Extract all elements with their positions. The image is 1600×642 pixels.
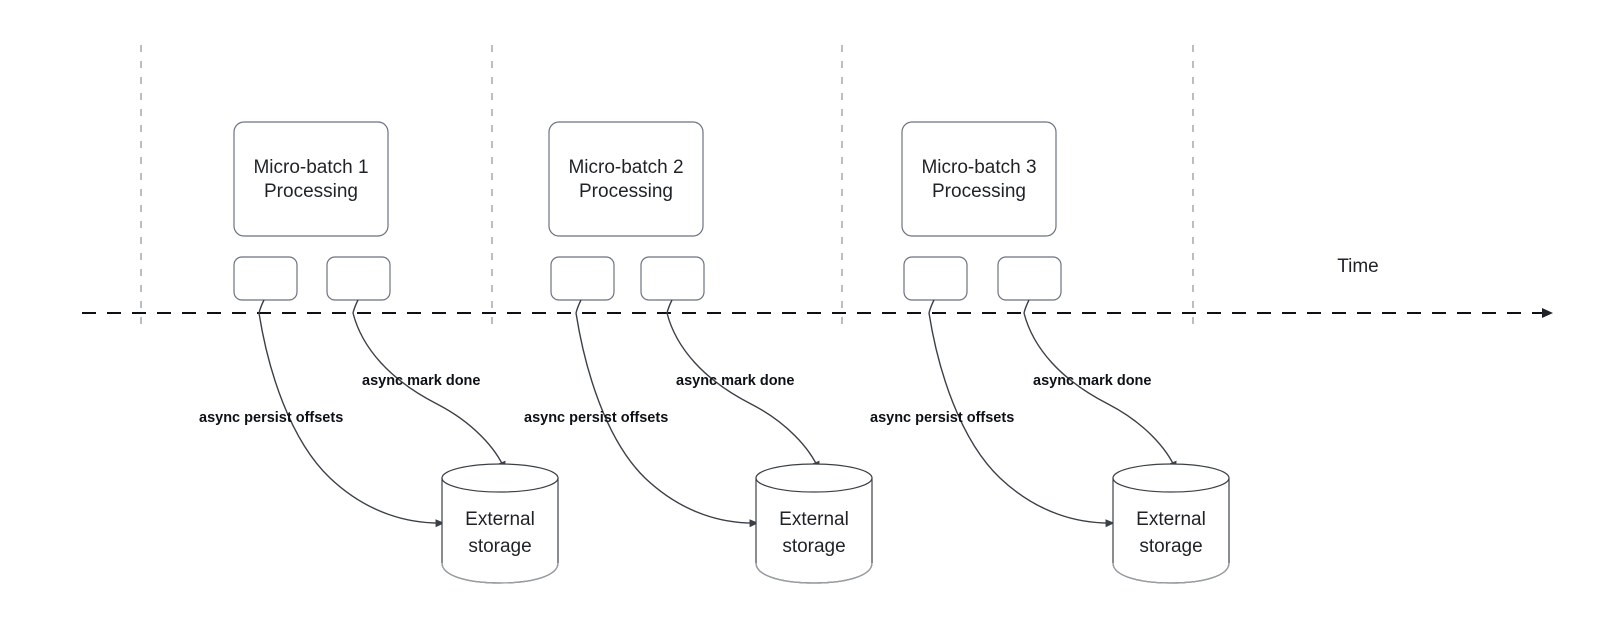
g3-storage-label-line1: External [1136,509,1206,530]
g1-event-box-a[interactable] [233,256,298,301]
g3-storage-cylinder-bottom [1112,562,1230,584]
g3-storage-cylinder-body [1112,477,1230,584]
g1-storage-cylinder-top [441,463,559,493]
g2-stem-b [666,299,673,314]
g2-mark-done-label: async mark done [676,373,794,389]
g1-mark-done-edge [352,312,506,471]
group-1: Micro-batch 1 Processing async persist o… [199,121,559,584]
g2-event-box-a[interactable] [550,256,615,301]
g2-external-storage[interactable]: External storage [755,463,873,584]
g2-event-box-b[interactable] [640,256,705,301]
g3-mark-done-edge [1023,312,1177,471]
micro-batch-2-label-line1: Micro-batch 2 [568,157,683,178]
micro-batch-2-label-line2: Processing [579,181,673,202]
g2-storage-label-line2: storage [782,536,845,557]
g2-storage-cylinder-bottom [755,562,873,584]
g1-persist-offsets-label: async persist offsets [199,410,343,426]
g2-persist-offsets-label: async persist offsets [524,410,668,426]
g2-persist-offsets-edge [575,312,759,528]
micro-batch-3-label-line2: Processing [932,181,1026,202]
g1-event-box-b[interactable] [326,256,391,301]
micro-batch-1-label-line1: Micro-batch 1 [253,157,368,178]
g1-storage-label-line1: External [465,509,535,530]
group-2: Micro-batch 2 Processing async persist o… [524,121,873,584]
micro-batch-1-label-line2: Processing [264,181,358,202]
micro-batch-1-box[interactable] [233,121,389,237]
g2-stem-a [575,299,582,314]
g3-event-box-a[interactable] [903,256,968,301]
g1-storage-cylinder-bottom [441,562,559,584]
g3-external-storage[interactable]: External storage [1112,463,1230,584]
micro-batch-3-box[interactable] [901,121,1057,237]
g1-storage-label-line2: storage [468,536,531,557]
g3-mark-done-label: async mark done [1033,373,1151,389]
g2-storage-cylinder-body [755,477,873,584]
g1-stem-a [258,299,265,314]
group-3: Micro-batch 3 Processing async persist o… [870,121,1230,584]
g2-mark-done-edge [666,312,820,471]
g1-storage-cylinder-body [441,477,559,584]
g3-storage-cylinder-top [1112,463,1230,493]
g3-storage-label-line2: storage [1139,536,1202,557]
g1-stem-b [352,299,359,314]
g2-storage-cylinder-top [755,463,873,493]
g3-stem-b [1023,299,1030,314]
g2-storage-label-line1: External [779,509,849,530]
g3-event-box-b[interactable] [997,256,1062,301]
g1-external-storage[interactable]: External storage [441,463,559,584]
time-axis-label: Time [1337,256,1379,277]
micro-batch-2-box[interactable] [548,121,704,237]
g1-persist-offsets-edge [258,312,445,528]
g3-stem-a [928,299,935,314]
g3-persist-offsets-edge [928,312,1115,528]
g1-mark-done-label: async mark done [362,373,480,389]
time-axis: Time [82,256,1553,318]
g3-persist-offsets-label: async persist offsets [870,410,1014,426]
micro-batch-3-label-line1: Micro-batch 3 [921,157,1036,178]
